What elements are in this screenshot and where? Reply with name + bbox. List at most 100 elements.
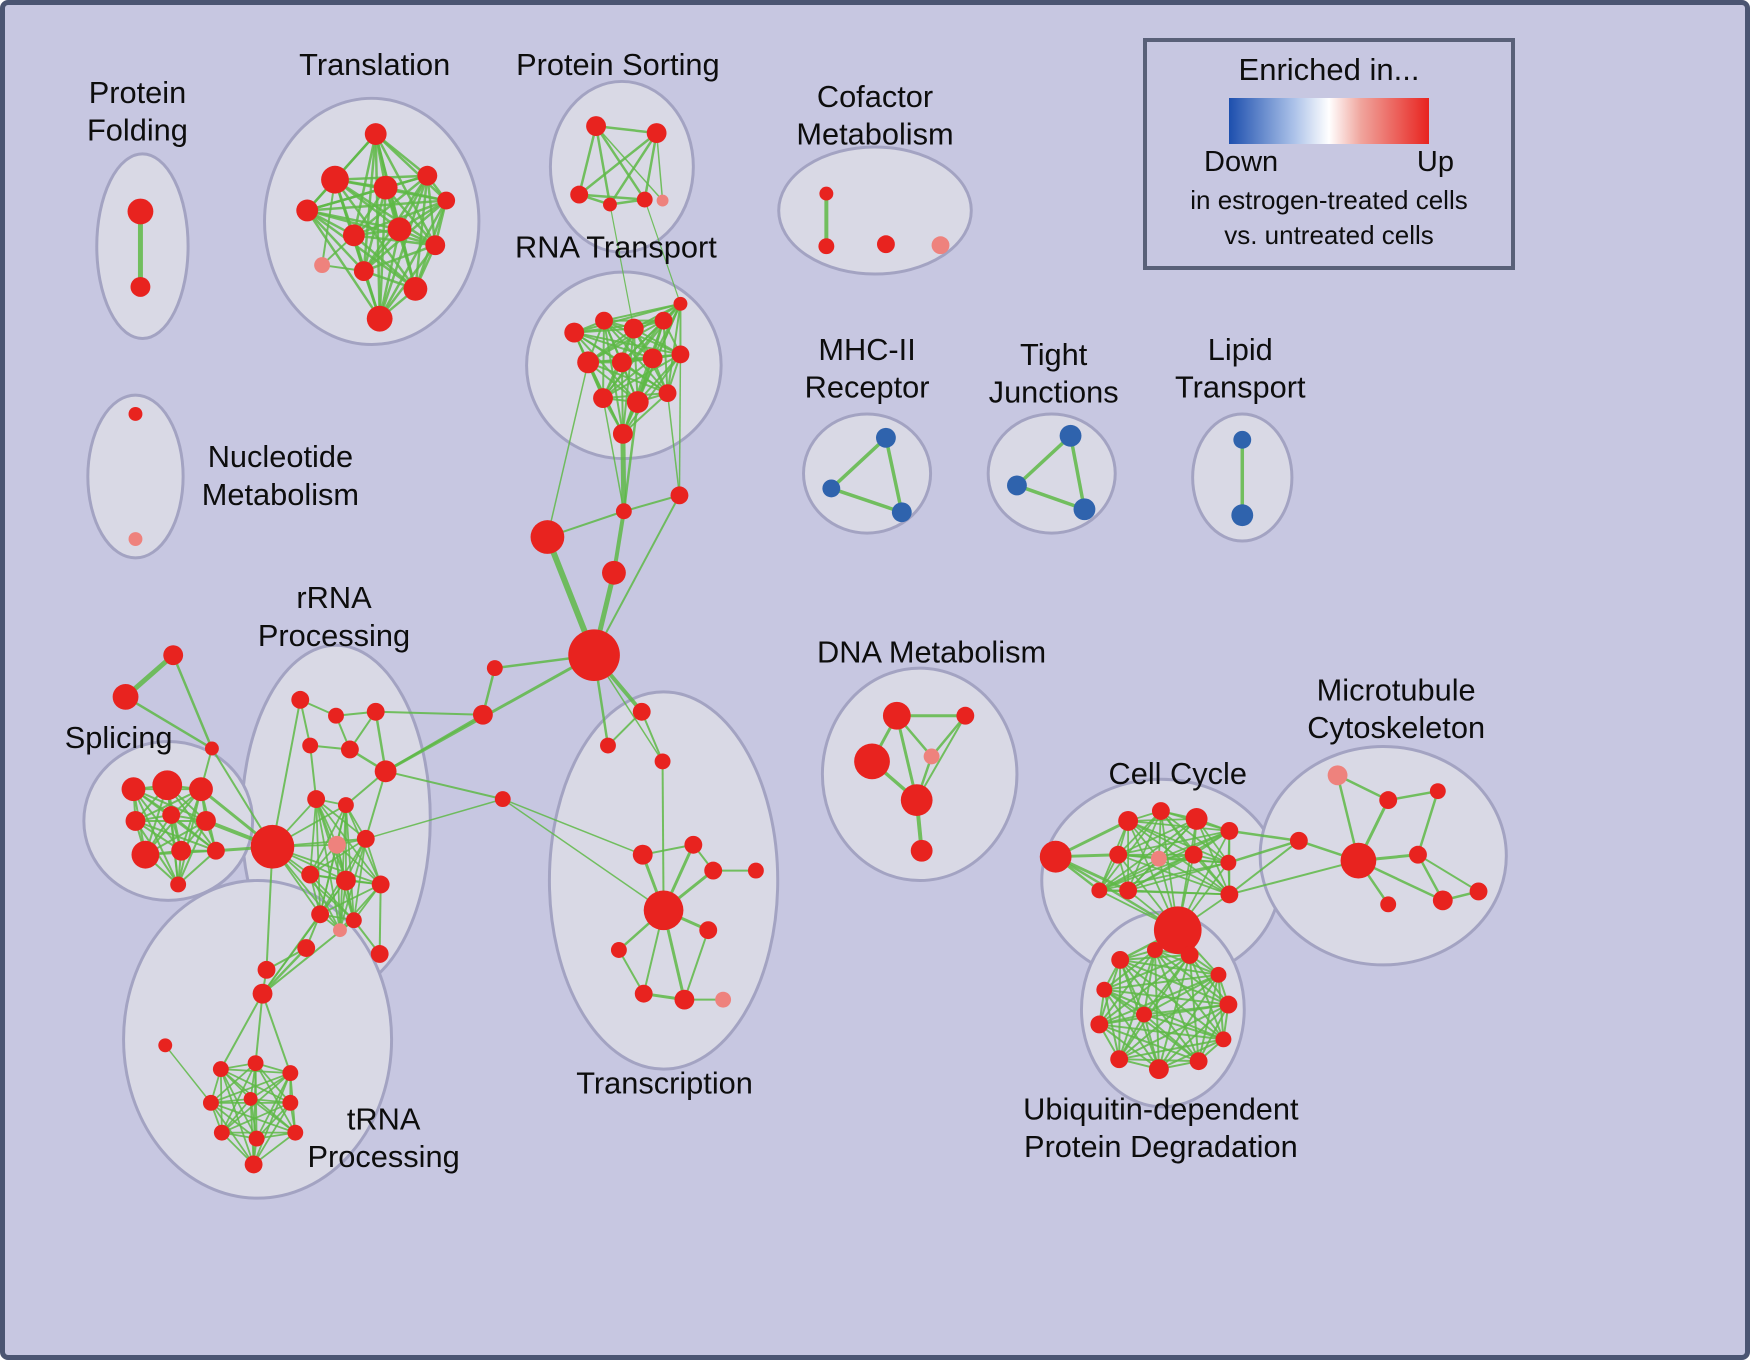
network-node-mh1[interactable] xyxy=(875,427,896,448)
network-node-w2[interactable] xyxy=(472,704,493,725)
network-node-ps2[interactable] xyxy=(646,123,667,143)
network-node-nm2[interactable] xyxy=(128,532,143,546)
network-node-mt8[interactable] xyxy=(1380,896,1397,913)
network-node-sp3[interactable] xyxy=(189,777,213,802)
network-node-rr8[interactable] xyxy=(307,790,326,809)
network-node-h2[interactable] xyxy=(670,486,689,505)
network-node-h1[interactable] xyxy=(615,503,632,520)
network-node-rr6[interactable] xyxy=(374,760,397,783)
network-node-ps5[interactable] xyxy=(636,191,653,208)
network-node-mt1[interactable] xyxy=(1327,765,1348,786)
network-node-tn1[interactable] xyxy=(252,983,273,1004)
network-node-ub10[interactable] xyxy=(1148,1059,1169,1080)
network-node-tx1[interactable] xyxy=(632,702,651,721)
network-node-tn8[interactable] xyxy=(213,1124,230,1141)
network-node-lt2[interactable] xyxy=(1231,504,1254,527)
network-node-ub5[interactable] xyxy=(1096,981,1113,998)
network-node-rr10[interactable] xyxy=(328,835,346,854)
network-node-ccb[interactable] xyxy=(1153,906,1202,954)
network-node-tr13[interactable] xyxy=(366,305,393,332)
network-node-tn11[interactable] xyxy=(244,1155,263,1174)
network-node-cc12[interactable] xyxy=(1220,885,1239,904)
network-node-tr12[interactable] xyxy=(403,276,428,301)
network-node-sp8[interactable] xyxy=(171,840,192,861)
network-node-cc10[interactable] xyxy=(1119,881,1138,900)
network-node-tn7[interactable] xyxy=(282,1094,299,1111)
network-node-ps3[interactable] xyxy=(570,185,589,204)
network-node-rr7[interactable] xyxy=(250,824,295,869)
network-node-tn3[interactable] xyxy=(247,1055,264,1072)
network-node-rr18[interactable] xyxy=(257,960,276,979)
network-node-cc11[interactable] xyxy=(1091,882,1108,899)
network-node-sp5[interactable] xyxy=(162,806,181,824)
network-node-tx3[interactable] xyxy=(654,753,671,770)
network-node-mt7[interactable] xyxy=(1432,890,1453,911)
network-node-sp4[interactable] xyxy=(125,811,146,831)
network-node-lt1[interactable] xyxy=(1233,430,1252,449)
network-node-pf2[interactable] xyxy=(130,276,151,297)
network-node-tx4[interactable] xyxy=(684,835,703,854)
network-node-tx11[interactable] xyxy=(674,989,695,1010)
network-node-rt7[interactable] xyxy=(611,352,632,373)
network-node-ub7[interactable] xyxy=(1090,1015,1109,1034)
network-node-tx6[interactable] xyxy=(643,890,684,931)
network-node-dm3[interactable] xyxy=(854,743,890,780)
network-node-cf4[interactable] xyxy=(931,236,950,255)
network-node-h3[interactable] xyxy=(530,520,565,554)
network-node-ub1[interactable] xyxy=(1111,950,1130,969)
network-node-sp1[interactable] xyxy=(121,777,146,802)
network-node-ub2[interactable] xyxy=(1146,942,1163,958)
network-node-cc3[interactable] xyxy=(1151,802,1170,820)
network-node-tr10[interactable] xyxy=(314,257,331,274)
network-node-mt5[interactable] xyxy=(1340,842,1377,879)
network-node-sp10[interactable] xyxy=(170,876,187,893)
network-node-cf1[interactable] xyxy=(819,186,834,201)
network-node-tx2[interactable] xyxy=(600,737,616,754)
network-node-rr17[interactable] xyxy=(297,939,316,957)
network-node-tr3[interactable] xyxy=(296,199,319,222)
network-node-rt3[interactable] xyxy=(623,318,644,339)
network-node-tr6[interactable] xyxy=(437,191,456,210)
network-node-tr5[interactable] xyxy=(417,165,438,186)
network-node-mh2[interactable] xyxy=(822,479,841,498)
network-node-mt4[interactable] xyxy=(1289,831,1308,850)
network-node-rr12[interactable] xyxy=(301,865,320,884)
network-node-tr2[interactable] xyxy=(321,165,349,194)
network-node-cc1[interactable] xyxy=(1039,840,1072,873)
network-node-tr1[interactable] xyxy=(364,123,387,145)
network-node-rt4[interactable] xyxy=(654,311,673,330)
network-node-ub8[interactable] xyxy=(1215,1031,1232,1048)
network-node-tn10[interactable] xyxy=(287,1124,304,1141)
network-node-tx10[interactable] xyxy=(634,984,653,1003)
network-node-ub4[interactable] xyxy=(1210,966,1227,983)
network-node-ub9[interactable] xyxy=(1110,1050,1129,1069)
network-node-tr7[interactable] xyxy=(342,224,365,247)
network-node-tj1[interactable] xyxy=(1059,424,1082,447)
network-node-rr14[interactable] xyxy=(371,875,390,894)
network-node-rr16[interactable] xyxy=(345,912,362,929)
network-node-w1[interactable] xyxy=(486,660,503,677)
network-node-tn12[interactable] xyxy=(158,1038,173,1053)
network-node-rt5[interactable] xyxy=(673,296,688,311)
network-node-tg1[interactable] xyxy=(163,645,184,666)
network-node-sp6[interactable] xyxy=(196,811,216,831)
network-node-mt9[interactable] xyxy=(1469,882,1488,901)
network-node-rt8[interactable] xyxy=(642,348,663,369)
network-node-cc6[interactable] xyxy=(1109,845,1128,864)
network-node-tr8[interactable] xyxy=(387,217,412,242)
network-node-rr1[interactable] xyxy=(291,690,310,709)
network-node-tr11[interactable] xyxy=(353,261,374,281)
network-node-ps6[interactable] xyxy=(656,194,669,207)
network-node-ps4[interactable] xyxy=(603,197,617,212)
network-node-tg3[interactable] xyxy=(204,741,219,756)
network-node-cf3[interactable] xyxy=(876,235,895,254)
network-node-rr13[interactable] xyxy=(335,870,356,891)
network-node-rt11[interactable] xyxy=(626,391,649,413)
network-node-tn6[interactable] xyxy=(243,1091,258,1106)
network-node-tx12[interactable] xyxy=(715,991,732,1008)
network-node-rr5[interactable] xyxy=(340,740,359,759)
network-node-mh3[interactable] xyxy=(891,502,912,523)
network-node-rr15[interactable] xyxy=(311,905,330,924)
network-node-rr20[interactable] xyxy=(333,923,347,938)
network-node-ps1[interactable] xyxy=(586,116,606,137)
